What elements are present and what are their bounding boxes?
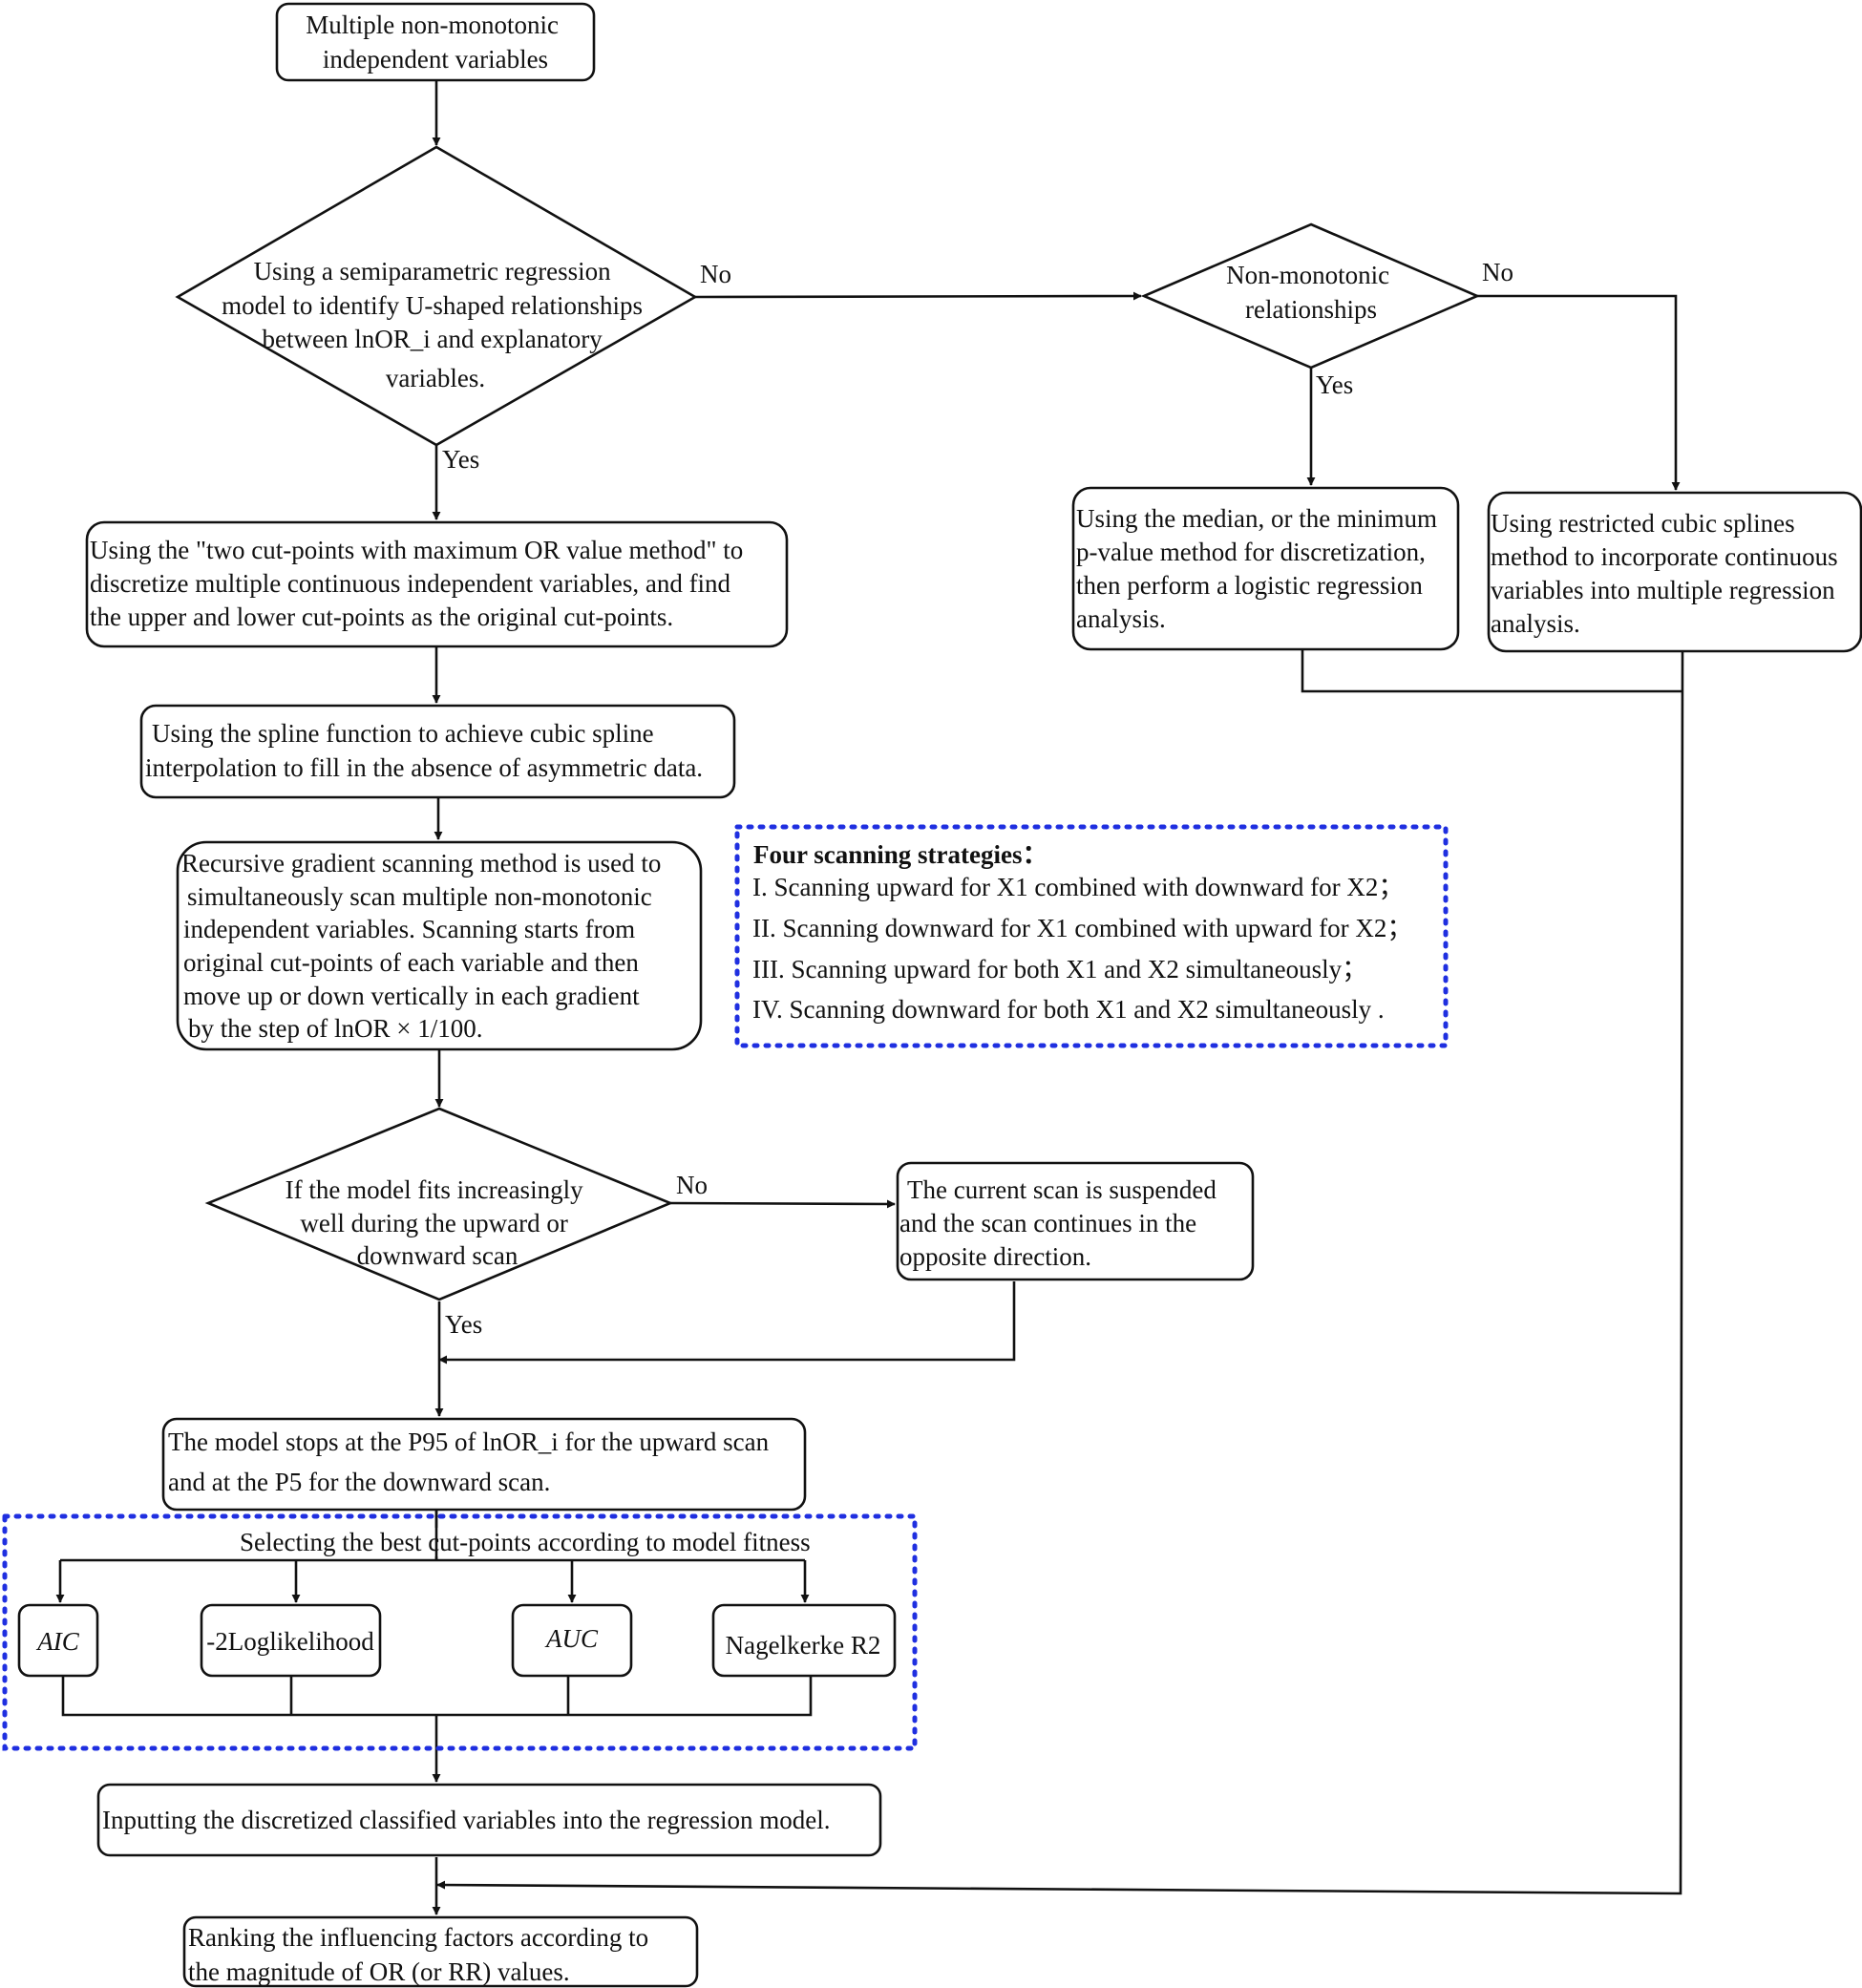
spline-text: Using the spline function to achieve cub… bbox=[145, 719, 703, 782]
start-node bbox=[275, 2, 596, 82]
edge-semiparametric-no-to-nonmonotonic bbox=[694, 291, 1142, 301]
edge-label-yes-3: Yes bbox=[445, 1310, 482, 1339]
semiparametric-line-3: between lnOR_i and explanatory bbox=[263, 325, 603, 353]
spline-node bbox=[139, 704, 736, 799]
stops-line-2: and at the P5 for the downward scan. bbox=[168, 1468, 550, 1496]
aic-node bbox=[17, 1603, 99, 1678]
edges bbox=[55, 81, 1684, 1915]
fitness-group-title: Selecting the best cut-points according … bbox=[240, 1528, 811, 1556]
rcs-method-text: Using restricted cubic splines method to… bbox=[1491, 509, 1844, 638]
semiparametric-line-1: Using a semiparametric regression bbox=[254, 257, 612, 286]
suspended-line-3: opposite direction. bbox=[899, 1242, 1091, 1271]
strategies-item-1: I. Scanning upward for X1 combined with … bbox=[752, 873, 1404, 901]
spline-line-1: Using the spline function to achieve cub… bbox=[152, 719, 654, 748]
loglik-node bbox=[200, 1603, 382, 1678]
median-method-node bbox=[1071, 486, 1460, 651]
inputting-line-1: Inputting the discretized classified var… bbox=[102, 1806, 831, 1834]
recursive-line-5: move up or down vertically in each gradi… bbox=[183, 982, 640, 1010]
recursive-line-4: original cut-points of each variable and… bbox=[183, 948, 639, 977]
ranking-text: Ranking the influencing factors accordin… bbox=[188, 1923, 655, 1986]
auc-node bbox=[511, 1603, 633, 1678]
non-monotonic-line-1: Non-monotonic bbox=[1226, 261, 1389, 289]
fits-decision bbox=[204, 1107, 674, 1301]
rcs-line-2: method to incorporate continuous bbox=[1491, 542, 1838, 571]
recursive-line-6: by the step of lnOR × 1/100. bbox=[188, 1014, 482, 1043]
recursive-line-1: Recursive gradient scanning method is us… bbox=[181, 849, 661, 878]
median-method-text: Using the median, or the minimum p-value… bbox=[1076, 504, 1444, 633]
edge-label-yes-1: Yes bbox=[442, 445, 479, 474]
rcs-line-1: Using restricted cubic splines bbox=[1491, 509, 1795, 538]
rcs-line-4: analysis. bbox=[1491, 609, 1580, 638]
edge-suspended-return bbox=[438, 1281, 1016, 1364]
semiparametric-line-4: variables. bbox=[386, 364, 485, 392]
fitness-group-frame bbox=[2, 1513, 918, 1751]
edge-fits-no-to-suspended bbox=[669, 1199, 896, 1209]
rcs-line-3: variables into multiple regression bbox=[1491, 576, 1835, 604]
strategies-title: Four scanning strategies： bbox=[753, 840, 1048, 869]
suspended-text: The current scan is suspended and the sc… bbox=[899, 1175, 1223, 1271]
auc-text: AUC bbox=[544, 1624, 599, 1653]
recursive-text: Recursive gradient scanning method is us… bbox=[181, 849, 667, 1043]
edge-label-yes-2: Yes bbox=[1316, 370, 1353, 399]
edge-rcs-down-to-ranking bbox=[436, 651, 1684, 1895]
edge-fitness-collect bbox=[61, 1676, 813, 1717]
semiparametric-text: Using a semiparametric regression model … bbox=[222, 257, 649, 392]
ranking-line-1: Ranking the influencing factors accordin… bbox=[188, 1923, 648, 1952]
median-line-2: p-value method for discretization, bbox=[1076, 538, 1426, 566]
recursive-node bbox=[176, 840, 703, 1051]
inputting-text: Inputting the discretized classified var… bbox=[102, 1806, 831, 1834]
aic-text: AIC bbox=[35, 1627, 79, 1656]
spline-line-2: interpolation to fill in the absence of … bbox=[145, 753, 703, 782]
strategies-frame bbox=[734, 824, 1449, 1048]
median-line-1: Using the median, or the minimum bbox=[1076, 504, 1437, 533]
start-line-2: independent variables bbox=[323, 45, 548, 74]
strategies-item-4: IV. Scanning downward for both X1 and X2… bbox=[752, 995, 1385, 1024]
strategies-item-3: III. Scanning upward for both X1 and X2 … bbox=[752, 955, 1367, 983]
edge-label-no-3: No bbox=[676, 1171, 708, 1199]
non-monotonic-text: Non-monotonic relationships bbox=[1226, 261, 1396, 324]
edge-label-no-2: No bbox=[1482, 258, 1513, 286]
two-cut-points-node bbox=[85, 520, 789, 648]
fitness-title-backing bbox=[234, 1528, 845, 1556]
two-cut-points-text: Using the "two cut-points with maximum O… bbox=[90, 536, 750, 631]
start-text: Multiple non-monotonic independent varia… bbox=[306, 11, 564, 74]
two-cut-points-line-3: the upper and lower cut-points as the or… bbox=[90, 603, 673, 631]
strategies-item-2: II. Scanning downward for X1 combined wi… bbox=[752, 914, 1412, 942]
start-line-1: Multiple non-monotonic bbox=[306, 11, 559, 39]
fits-line-1: If the model fits increasingly bbox=[286, 1175, 583, 1204]
recursive-line-2: simultaneously scan multiple non-monoton… bbox=[187, 882, 652, 911]
stops-text: The model stops at the P95 of lnOR_i for… bbox=[168, 1428, 775, 1496]
median-line-3: then perform a logistic regression bbox=[1076, 571, 1423, 600]
edge-label-no-1: No bbox=[700, 260, 731, 288]
ranking-node bbox=[182, 1915, 699, 1988]
inputting-node bbox=[96, 1783, 882, 1857]
recursive-line-3: independent variables. Scanning starts f… bbox=[183, 915, 635, 943]
nagelkerke-text: Nagelkerke R2 bbox=[726, 1631, 881, 1660]
non-monotonic-line-2: relationships bbox=[1245, 295, 1377, 324]
edge-nonmonotonic-no-to-rcs bbox=[1477, 294, 1681, 491]
stops-line-1: The model stops at the P95 of lnOR_i for… bbox=[168, 1428, 770, 1456]
fits-line-2: well during the upward or bbox=[300, 1209, 567, 1237]
fits-text: If the model fits increasingly well duri… bbox=[286, 1175, 590, 1270]
rcs-method-node bbox=[1487, 491, 1862, 653]
suspended-node bbox=[896, 1161, 1255, 1281]
median-line-4: analysis. bbox=[1076, 604, 1166, 633]
semiparametric-decision bbox=[175, 145, 698, 447]
nagelkerke-node bbox=[711, 1603, 897, 1678]
non-monotonic-decision bbox=[1140, 222, 1481, 370]
ranking-line-2: the magnitude of OR (or RR) values. bbox=[188, 1957, 570, 1986]
two-cut-points-line-2: discretize multiple continuous independe… bbox=[90, 569, 731, 598]
stops-node bbox=[161, 1417, 807, 1512]
semiparametric-line-2: model to identify U-shaped relationships bbox=[222, 291, 643, 320]
suspended-line-2: and the scan continues in the bbox=[899, 1209, 1196, 1237]
loglik-text: -2Loglikelihood bbox=[206, 1627, 374, 1656]
suspended-line-1: The current scan is suspended bbox=[907, 1175, 1217, 1204]
fits-line-3: downward scan bbox=[357, 1241, 518, 1270]
edge-median-to-merge bbox=[1301, 649, 1682, 693]
two-cut-points-line-1: Using the "two cut-points with maximum O… bbox=[90, 536, 743, 564]
